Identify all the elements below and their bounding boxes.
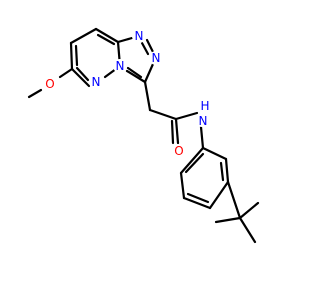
atom-h-amide-symbol: H (200, 99, 209, 113)
atom-n-bridge: N (113, 59, 127, 73)
atom-n-triazole-1: N (132, 29, 146, 43)
atom-n-bridge-symbol: N (116, 59, 125, 73)
atom-n-amide: N H (195, 99, 210, 128)
bond-lines (27, 27, 260, 244)
molecule-structure: O N N N N O N H (27, 27, 260, 244)
atom-o-methoxy: O (43, 77, 57, 91)
atom-labels: O N N N N O N H (43, 29, 210, 158)
atom-o-methoxy-symbol: O (45, 77, 54, 91)
atom-n-amide-symbol: N (199, 114, 208, 128)
atom-o-carbonyl-symbol: O (174, 144, 183, 158)
atom-n-triazole-1-symbol: N (135, 29, 144, 43)
atom-o-carbonyl: O (172, 144, 186, 158)
atom-n-triazole-2-symbol: N (152, 51, 161, 65)
atom-n-pyridazine: N (89, 75, 103, 89)
atom-n-pyridazine-symbol: N (92, 75, 101, 89)
atom-n-triazole-2: N (149, 51, 163, 65)
